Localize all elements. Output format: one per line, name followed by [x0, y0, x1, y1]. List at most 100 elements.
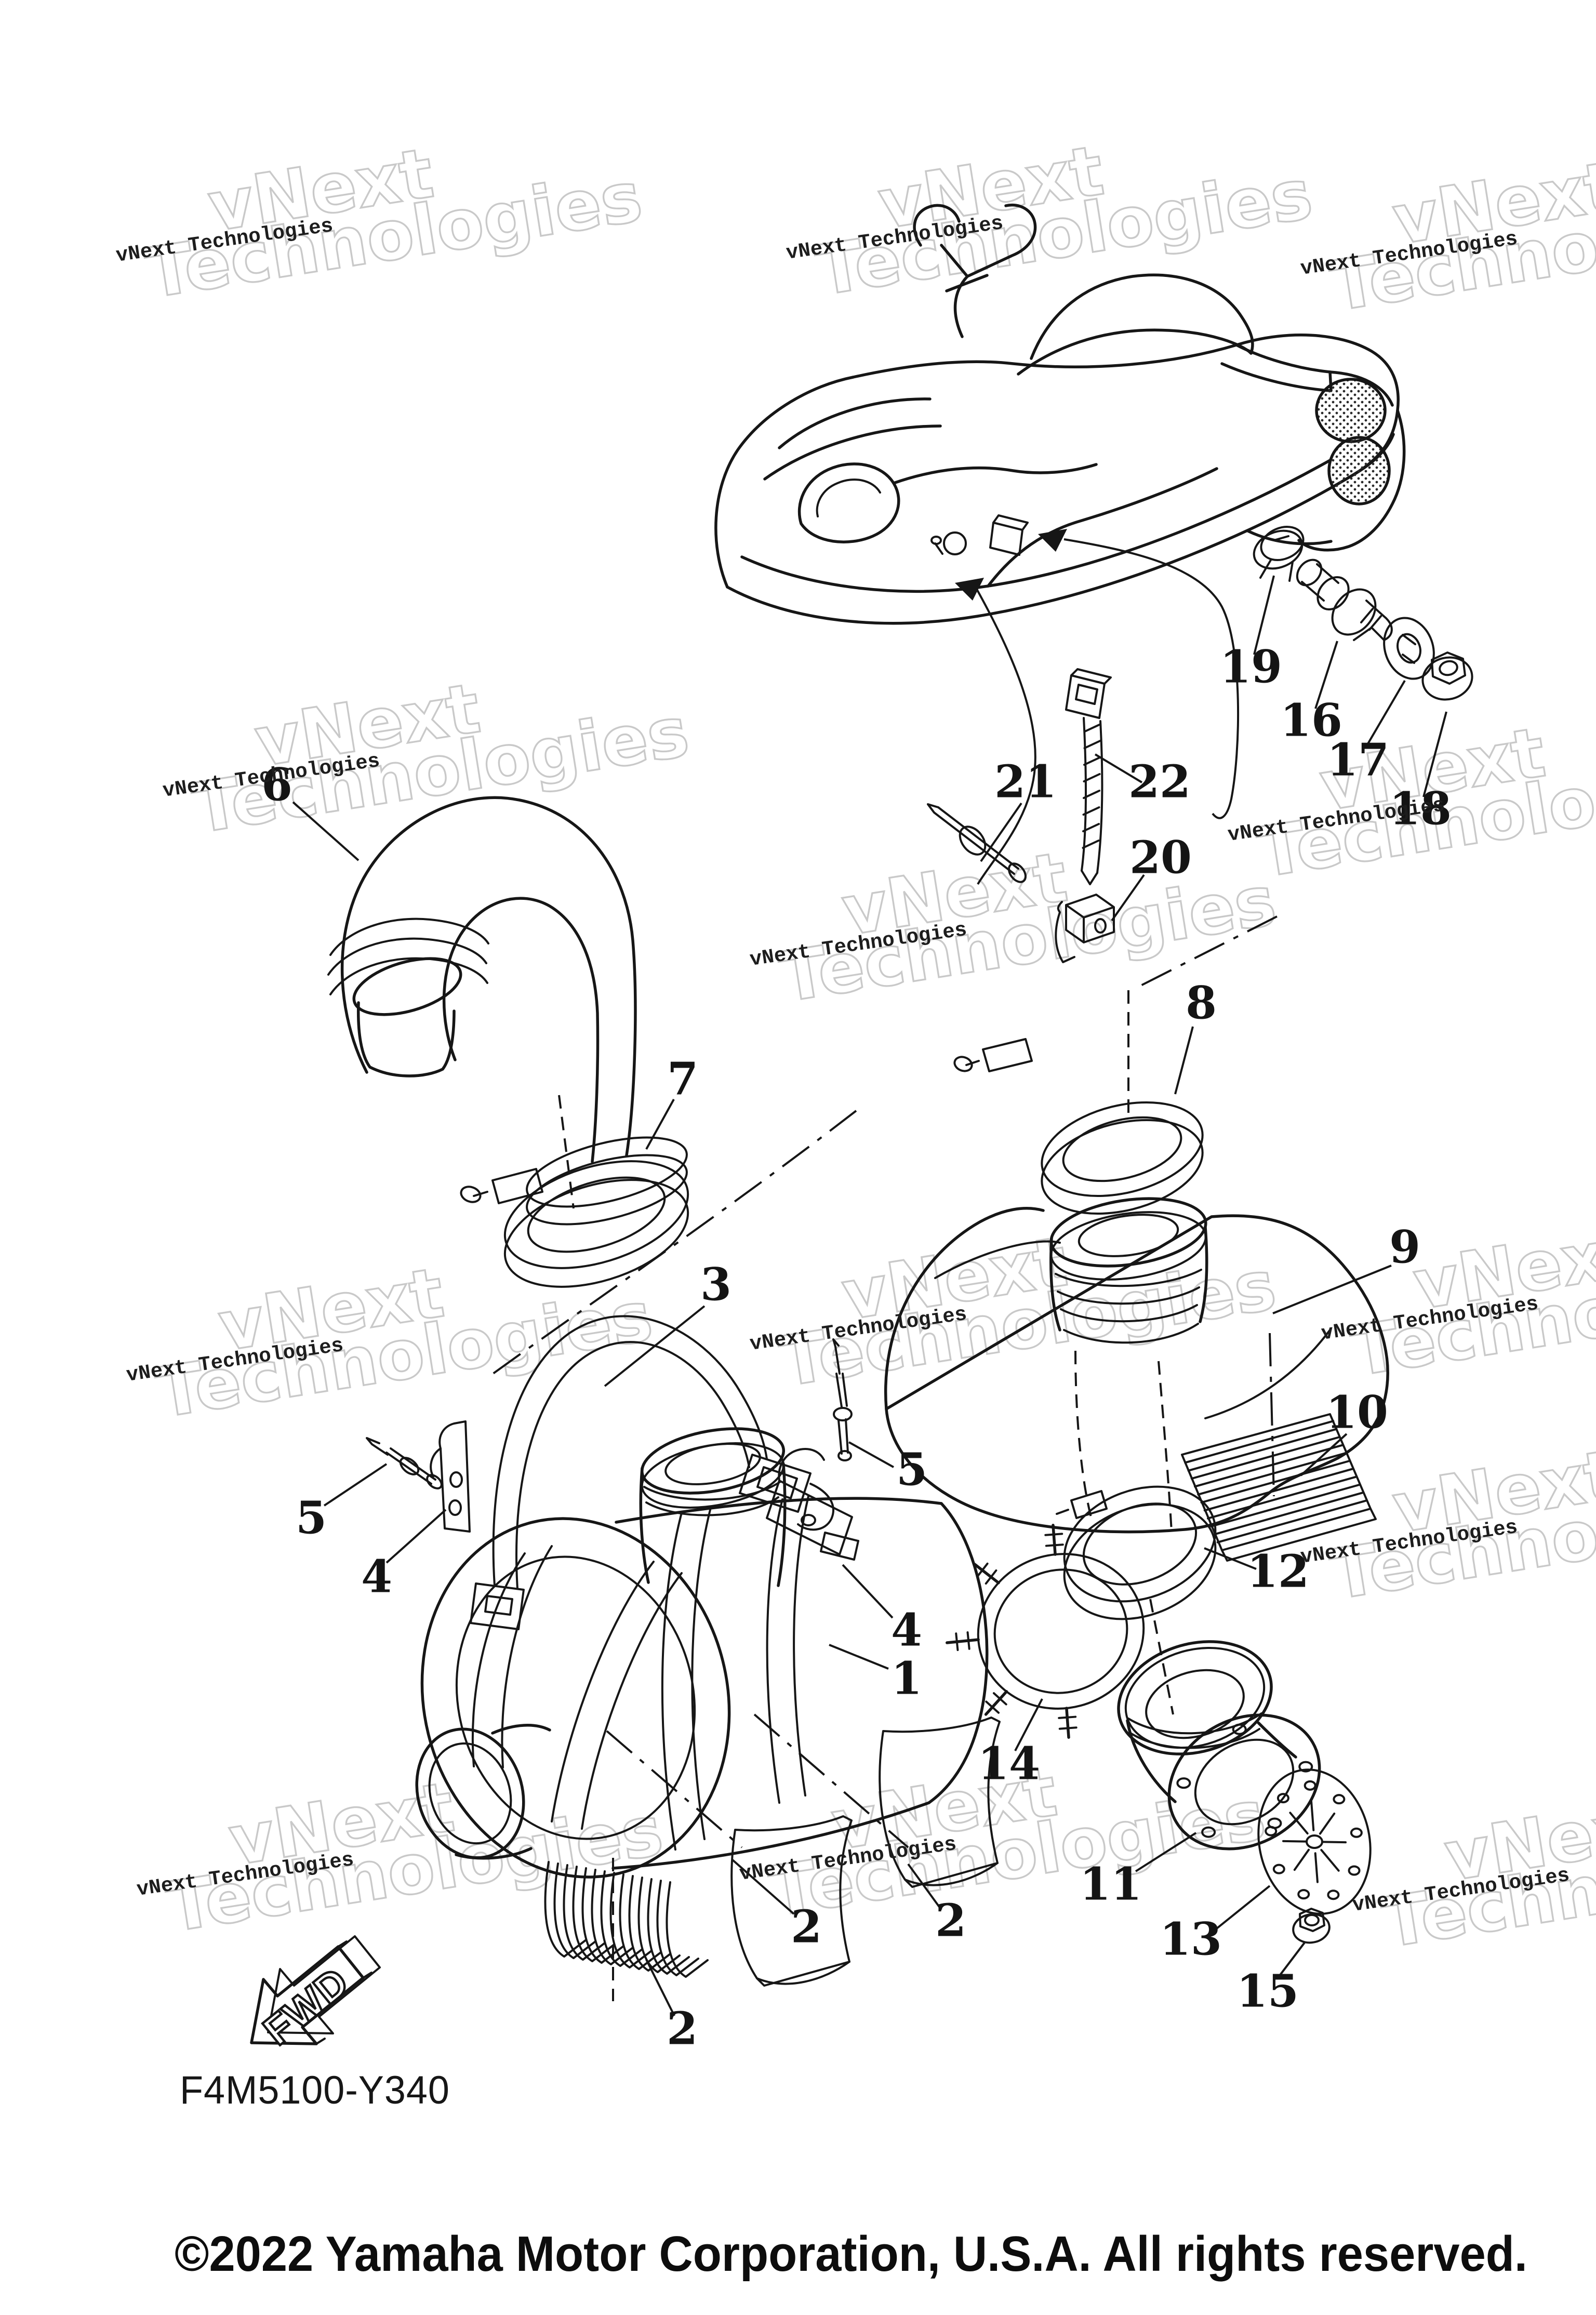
line-art	[1081, 717, 1103, 874]
callout-number-9-12: 9	[1389, 1221, 1420, 1274]
line-art	[470, 1582, 525, 1630]
ring14-stud-thread	[955, 1632, 959, 1652]
ring14-stud-thread	[1058, 1726, 1078, 1730]
callout-number-2-3: 2	[667, 2003, 698, 2055]
mat2-rib	[609, 1872, 653, 1968]
gasket-hole	[1265, 1826, 1278, 1837]
fwd-arrow: FWD	[250, 1935, 381, 2055]
line-art	[1167, 1713, 1321, 1851]
ring14-stud-thread	[1045, 1544, 1064, 1547]
line-art	[927, 1502, 989, 1804]
line-art	[913, 203, 1037, 338]
line-art	[1301, 563, 1339, 602]
hull-leader-curves	[955, 529, 1240, 885]
line-art	[977, 1553, 1145, 1710]
line-art	[492, 1315, 768, 1587]
line-art	[1145, 1669, 1245, 1739]
line-art	[664, 1443, 761, 1485]
line-art	[366, 1437, 436, 1485]
callout-leader-7	[645, 1099, 675, 1150]
mat2-rib	[600, 1870, 643, 1967]
line-art	[1041, 1101, 1204, 1198]
line-art	[1078, 1214, 1179, 1257]
line-art	[615, 1497, 943, 1524]
line-art	[526, 1136, 688, 1208]
part-7-hose-clamp	[460, 1160, 689, 1288]
line-art	[1055, 1269, 1202, 1344]
part-9-exhaust-tank	[884, 1197, 1389, 1534]
flange-bolt-hole	[1176, 1777, 1191, 1789]
line-art	[1383, 617, 1435, 680]
line-art	[356, 1001, 456, 1077]
callout-leader-9	[1272, 1265, 1392, 1314]
callout-number-4-5: 4	[361, 1551, 392, 1603]
line-art	[1265, 1780, 1363, 1900]
callout-leader-5	[848, 1441, 894, 1468]
arrowhead-icon	[955, 578, 984, 601]
line-art	[763, 397, 942, 481]
line-art	[1017, 328, 1253, 376]
flange-bolt-hole	[1232, 1723, 1247, 1735]
line-art	[959, 826, 987, 856]
callout-leader-15	[1278, 1941, 1306, 1977]
line-art	[1259, 535, 1294, 582]
tie-hatch-line	[1083, 790, 1100, 799]
callout-leader-18	[1422, 711, 1447, 797]
mat2-rib	[619, 1873, 662, 1970]
line-art	[766, 1480, 853, 1555]
gasket-spoke	[1293, 1848, 1310, 1871]
line-art	[1158, 1361, 1173, 1532]
line-art	[428, 1742, 512, 1845]
gasket-hole	[1327, 1890, 1340, 1900]
gasket-hole	[1276, 1793, 1289, 1804]
callout-leader-17	[1364, 680, 1406, 749]
line-art	[455, 1555, 696, 1840]
part-19-clip	[1253, 526, 1305, 582]
line-art	[1065, 894, 1115, 943]
line-art	[797, 1483, 834, 1531]
line-art	[930, 536, 943, 555]
callout-leader-2	[907, 1863, 942, 1911]
line-art	[1041, 1119, 1204, 1215]
gasket-spoke	[1319, 1812, 1336, 1835]
mat10-rib	[1190, 1436, 1341, 1480]
callout-leader-4	[842, 1564, 894, 1619]
ring14-stud-thread	[976, 1562, 989, 1578]
line-art	[797, 462, 900, 543]
line-art	[1396, 633, 1421, 664]
callout-leader-10	[1300, 1433, 1348, 1476]
line-art	[1149, 1599, 1174, 1715]
line-art	[965, 1038, 1033, 1072]
line-art	[1402, 634, 1416, 664]
line-art	[1030, 273, 1254, 360]
callout-leader-6	[292, 801, 360, 861]
diagram-code: F4M5100-Y340	[180, 2068, 450, 2112]
mat10-rib	[1207, 1475, 1357, 1520]
tie-hatch-line	[1083, 773, 1101, 782]
ring14-stud-thread	[966, 1631, 970, 1650]
callout-number-2-2: 2	[791, 1901, 822, 1953]
callout-leader-2	[732, 1859, 795, 1915]
ring14-stud	[984, 1690, 1008, 1716]
line-art	[327, 937, 487, 976]
line-art	[1094, 918, 1107, 934]
line-art	[526, 1154, 688, 1226]
callout-number-15-18: 15	[1236, 1965, 1299, 2018]
line-art	[1353, 600, 1393, 641]
line-art	[315, 1940, 373, 2045]
callout-leader-19	[1253, 575, 1275, 655]
ring14-stud-thread	[985, 1700, 1000, 1714]
part-6-exhaust-pipe	[327, 796, 688, 1226]
line-art	[1296, 558, 1323, 587]
mat10-rib	[1203, 1468, 1354, 1512]
line-art	[987, 467, 1218, 588]
callout-leader-20	[1111, 874, 1145, 922]
line-art	[340, 796, 637, 1157]
line-art	[1257, 1768, 1372, 1915]
line-art	[1194, 1738, 1295, 1826]
callout-number-22-25: 22	[1128, 756, 1191, 808]
callout-leader-11	[1135, 1832, 1197, 1872]
line-art	[953, 1056, 973, 1072]
line-art	[714, 376, 855, 589]
